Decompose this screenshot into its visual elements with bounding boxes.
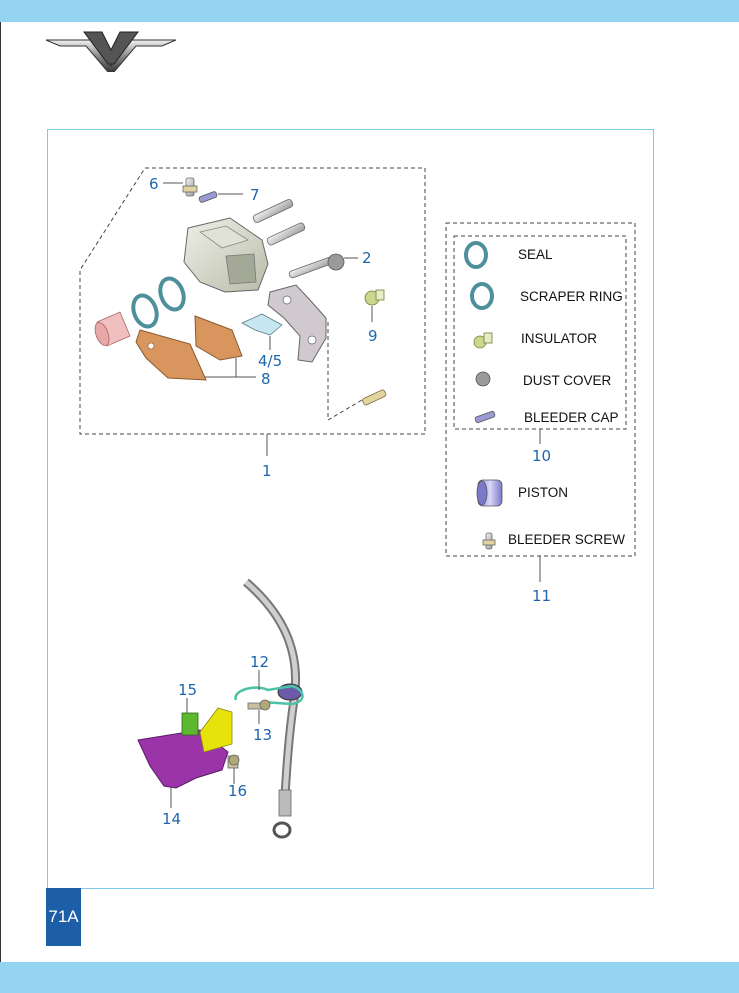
callout-1: 1 — [262, 462, 272, 480]
insulator-legend-icon — [473, 332, 493, 349]
callout-4-5: 4/5 — [258, 352, 282, 370]
callout-15: 15 — [178, 681, 197, 699]
dust-cover-legend-icon — [475, 371, 491, 387]
mounting-bolt — [362, 389, 387, 406]
left-margin-line — [0, 22, 1, 962]
callout-10: 10 — [532, 447, 551, 465]
seal-ring-back — [158, 276, 186, 312]
hose-clamp-part — [234, 684, 304, 706]
kit-11-boundary — [445, 222, 636, 557]
yellow-clip-part — [199, 707, 233, 753]
legend-dust-cover: DUST COVER — [523, 373, 612, 388]
callout-12: 12 — [250, 653, 269, 671]
legend-insulator: INSULATOR — [521, 331, 597, 346]
v-wing-logo-icon — [45, 31, 177, 72]
bleeder-screw-part — [182, 177, 198, 197]
scraper-ring-legend-icon — [470, 282, 494, 310]
callout-8: 8 — [261, 370, 271, 388]
seal-legend-icon — [464, 241, 488, 269]
callout-9: 9 — [368, 327, 378, 345]
legend-scraper-ring: SCRAPER RING — [520, 289, 623, 304]
seal-ring-front — [131, 293, 159, 329]
bracket-bolt-part — [227, 754, 240, 769]
slide-pin-upper — [252, 199, 294, 223]
bottom-bar — [0, 962, 739, 993]
brake-hose — [243, 578, 303, 839]
diagram-frame — [47, 129, 654, 889]
caliper-body — [183, 217, 269, 293]
legend-bleeder-screw: BLEEDER SCREW — [508, 532, 625, 547]
piston-legend-icon — [476, 479, 503, 507]
legend-bleeder-cap: BLEEDER CAP — [524, 410, 619, 425]
page-number-badge: 71A — [46, 888, 81, 946]
piston-part — [94, 311, 131, 347]
callout-11: 11 — [532, 587, 551, 605]
caliper-assembly-boundary — [79, 167, 426, 435]
bleeder-cap-legend-icon — [474, 410, 496, 424]
legend-piston: PISTON — [518, 485, 568, 500]
caliper-bracket — [267, 284, 327, 363]
hose-bolt-part — [247, 699, 271, 711]
insulator-part — [364, 289, 385, 306]
brake-pad-outer — [135, 329, 207, 381]
slide-pin-lower — [266, 222, 306, 246]
pad-spring-part — [241, 313, 283, 336]
dust-cover-part — [327, 253, 345, 271]
bleeder-screw-legend-icon — [482, 532, 496, 550]
bleeder-cap-part — [198, 191, 218, 203]
green-clip-part — [181, 712, 199, 736]
callout-14: 14 — [162, 810, 181, 828]
callout-2: 2 — [362, 249, 372, 267]
callout-16: 16 — [228, 782, 247, 800]
bracket-pin — [288, 256, 334, 279]
brake-pad-inner — [194, 315, 243, 361]
legend-seal: SEAL — [518, 247, 553, 262]
callout-7: 7 — [250, 186, 260, 204]
callout-13: 13 — [253, 726, 272, 744]
top-bar — [0, 0, 739, 22]
callout-6: 6 — [149, 175, 159, 193]
